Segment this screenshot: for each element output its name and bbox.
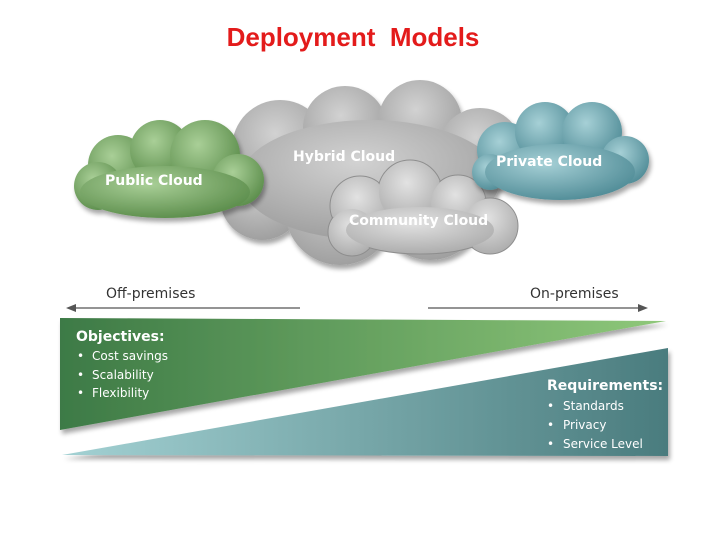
off-premises-label: Off-premises: [106, 286, 195, 302]
objectives-item: Flexibility: [92, 386, 149, 400]
requirements-bullet-icon: •: [547, 418, 554, 432]
requirements-heading: Requirements:: [547, 378, 663, 394]
requirements-item: Standards: [563, 399, 624, 413]
requirements-item: Service Level: [563, 437, 643, 451]
objectives-item: Scalability: [92, 368, 154, 382]
private-cloud: [472, 102, 649, 200]
objectives-bullet-icon: •: [77, 368, 84, 382]
requirements-list: • Standards • Privacy • Service Level: [547, 399, 643, 451]
objectives-heading: Objectives:: [76, 329, 165, 345]
objectives-bullet-icon: •: [77, 386, 84, 400]
private-cloud-label: Private Cloud: [496, 154, 602, 170]
public-cloud-label: Public Cloud: [105, 173, 203, 189]
community-cloud-label: Community Cloud: [349, 213, 488, 229]
requirements-bullet-icon: •: [547, 399, 554, 413]
slide-title: Deployment Models: [226, 22, 480, 52]
objectives-bullet-icon: •: [77, 349, 84, 363]
objectives-band: [60, 318, 666, 430]
requirements-item: Privacy: [563, 418, 606, 432]
objectives-list: • Cost savings • Scalability • Flexibili…: [77, 349, 168, 400]
on-premises-label: On-premises: [530, 286, 619, 302]
left-arrowhead-icon: [66, 304, 76, 312]
public-cloud: [74, 120, 264, 218]
objectives-item: Cost savings: [92, 349, 168, 363]
requirements-bullet-icon: •: [547, 437, 554, 451]
hybrid-cloud-label: Hybrid Cloud: [293, 149, 395, 165]
community-cloud: [327, 159, 519, 257]
requirements-band: [62, 348, 668, 456]
premises-axis: Off-premises On-premises: [66, 286, 648, 312]
right-arrowhead-icon: [638, 304, 648, 312]
